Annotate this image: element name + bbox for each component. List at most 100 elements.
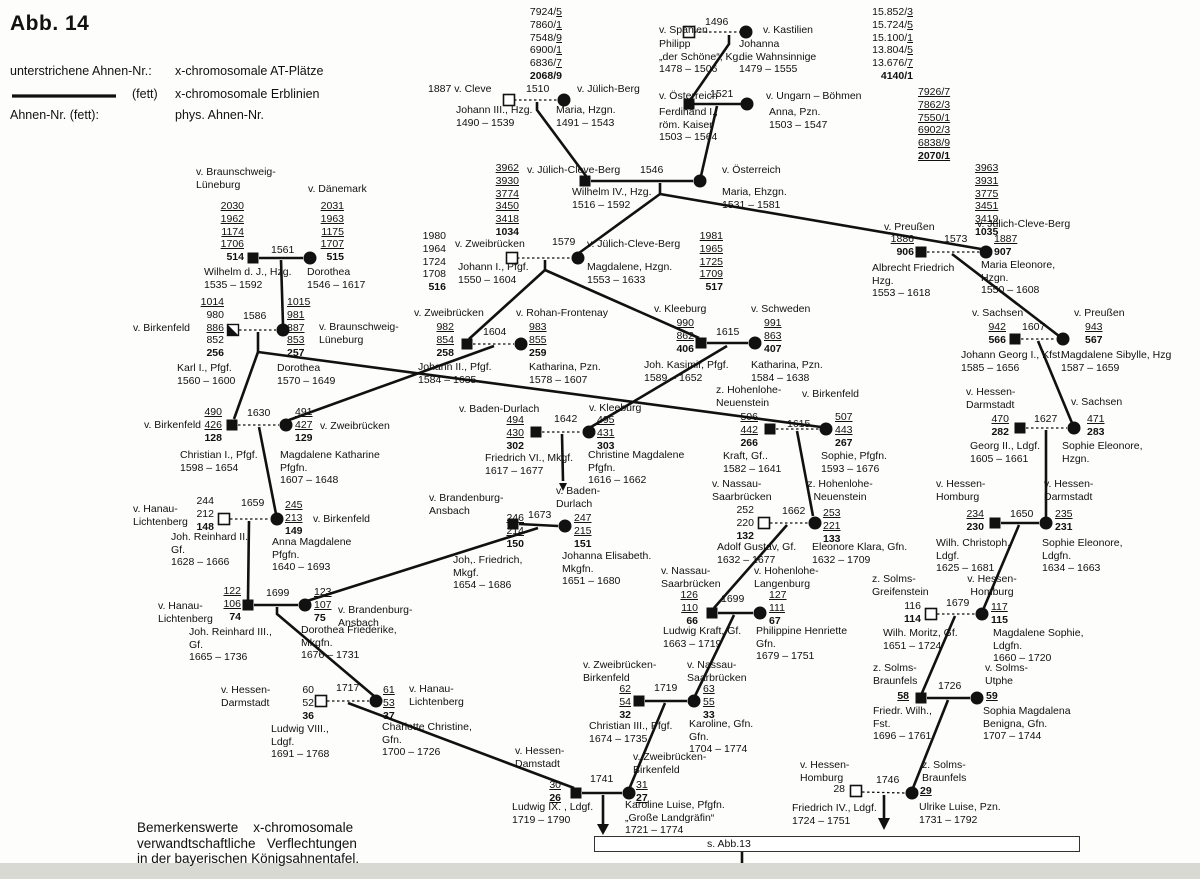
c7-wife-name: Dorothea 1570 – 1649 — [277, 362, 336, 387]
person-symbols — [217, 25, 1081, 800]
c1-husband-territory: 1887 v. Cleve — [428, 83, 492, 95]
female-symbol-filled — [369, 694, 383, 708]
c2-marriage-year: 1496 — [705, 16, 729, 28]
c4-wife-territory: v. Österreich — [722, 164, 781, 176]
c24-wife-name: Karoline, Gfn. Gfn. 1704 – 1774 — [689, 718, 754, 755]
c22-marriage-year: 1679 — [946, 597, 970, 609]
female-symbol-filled — [808, 516, 822, 530]
male-symbol-filled — [579, 175, 591, 187]
c8-husband-territory: v. Zweibrücken — [414, 307, 484, 319]
c16-husband-name: Joh. Reinhard II., Gf. 1628 – 1666 — [171, 531, 251, 568]
c21-wife-name: Philippine Henriette Gfn. 1679 – 1751 — [756, 625, 848, 662]
c24-husband-name: Christian III., Pfgf. 1674 – 1735 — [589, 720, 673, 745]
c27-wife-territory: z. Solms- Braunfels — [922, 759, 967, 784]
male-symbol-open — [682, 25, 696, 39]
c4-husband-name: Wilhelm IV., Hzg. 1516 – 1592 — [572, 186, 652, 211]
female-symbol-filled — [270, 512, 284, 526]
c23-wife-name: Charlotte Christine, Gfn. 1700 – 1726 — [382, 721, 472, 758]
male-symbol-filled — [683, 98, 695, 110]
female-symbol-filled — [748, 336, 762, 350]
down-arrow-icon — [559, 483, 567, 491]
c5-husband-name: Johann I., Pfgf. 1550 – 1604 — [458, 261, 529, 286]
figure-footnote: Bemerkenswerte x-chromosomale verwandtsc… — [137, 820, 360, 866]
c27-husband-territory: v. Hessen- Homburg — [800, 759, 850, 784]
c22-husband-name: Wilh. Moritz, Gf. 1651 – 1724 — [883, 627, 958, 652]
c1-wife-territory: v. Jülich-Berg — [577, 83, 640, 95]
legend-row2-def: x-chromosomale Erblinien — [175, 87, 320, 101]
c9-marriage-year: 1615 — [716, 326, 740, 338]
c2-wife-territory: v. Kastilien — [763, 24, 813, 36]
c16-wife-name: Anna Magdalene Pfgfn. 1640 – 1693 — [272, 536, 352, 573]
female-symbol-filled — [514, 337, 528, 351]
c5-marriage-year: 1579 — [552, 236, 576, 248]
c13-wife-territory: v. Kleeburg — [589, 402, 642, 414]
c15-marriage-year: 1627 — [1034, 413, 1058, 425]
c8-husband-name: Johann II., Pfgf. 1584 – 1635 — [418, 361, 492, 386]
female-symbol-filled — [582, 425, 596, 439]
c7-wife-territory: v. Braunschweig- Lüneburg — [319, 321, 399, 346]
c18-husband-territory: v. Nassau- Saarbrücken — [712, 478, 772, 503]
male-symbol-filled — [226, 419, 238, 431]
male-symbol-filled — [915, 246, 927, 258]
c27-wife-ahnen-stack: 29 — [920, 785, 932, 797]
c24-husband-territory: v. Zweibrücken- Birkenfeld — [583, 659, 657, 684]
c21-wife-territory: v. Hohenlohe- Langenburg — [754, 565, 819, 590]
c19-marriage-year: 1650 — [1010, 508, 1034, 520]
c1-husband-name: Johann III., Hzg. 1490 – 1539 — [456, 104, 533, 129]
female-symbol-filled — [693, 174, 707, 188]
down-arrow-icon — [597, 824, 609, 835]
legend-row2-term: (fett) — [132, 87, 158, 101]
c22-wife-name: Magdalene Sophie, Ldgfn. 1660 – 1720 — [993, 627, 1084, 664]
c7-husband-territory: v. Birkenfeld — [133, 322, 190, 334]
female-symbol-filled — [687, 694, 701, 708]
c9-husband-territory: v. Kleeburg — [654, 303, 707, 315]
female-symbol-filled — [1067, 421, 1081, 435]
c17-marriage-year: 1673 — [528, 509, 552, 521]
c19-husband-territory: v. Hessen- Homburg — [936, 478, 986, 503]
c13-marriage-year: 1642 — [554, 413, 578, 425]
c11-husband-name: Johann Georg I., Kfst. 1585 – 1656 — [961, 349, 1064, 374]
c18-wife-territory: z. Hohenlohe- Neuenstein — [807, 478, 873, 503]
c12-marriage-year: 1630 — [247, 407, 271, 419]
c10-husband-territory: v. Preußen — [884, 221, 935, 233]
c14-marriage-year: 1615 — [787, 418, 811, 430]
c20-husband-territory: v. Hanau- Lichtenberg — [158, 600, 213, 625]
see-abb13-box: s. Abb.13 — [594, 836, 1080, 852]
c15-husband-name: Georg II., Ldgf. 1605 – 1661 — [970, 440, 1041, 465]
c25-husband-territory: z. Solms- Braunfels — [873, 662, 918, 687]
c5-wife-territory: v. Jülich-Cleve-Berg — [587, 238, 681, 250]
c18-husband-name: Adolf Gustav, Gf. 1632 – 1677 — [717, 541, 797, 566]
male-symbol-open — [924, 607, 938, 621]
c25-marriage-year: 1726 — [938, 680, 962, 692]
c14-wife-territory: v. Birkenfeld — [802, 388, 859, 400]
c11-marriage-year: 1607 — [1022, 321, 1046, 333]
c2-husband-name: Philipp „der Schöne“, Kg. 1478 – 1506 — [659, 38, 742, 75]
c1-wife-name: Maria, Hzgn. 1491 – 1543 — [556, 104, 616, 129]
c13-wife-name: Christine Magdalene Pfgfn. 1616 – 1662 — [588, 449, 685, 486]
c26-husband-territory: v. Hessen- Damstadt — [515, 745, 565, 770]
male-symbol-filled — [530, 426, 542, 438]
